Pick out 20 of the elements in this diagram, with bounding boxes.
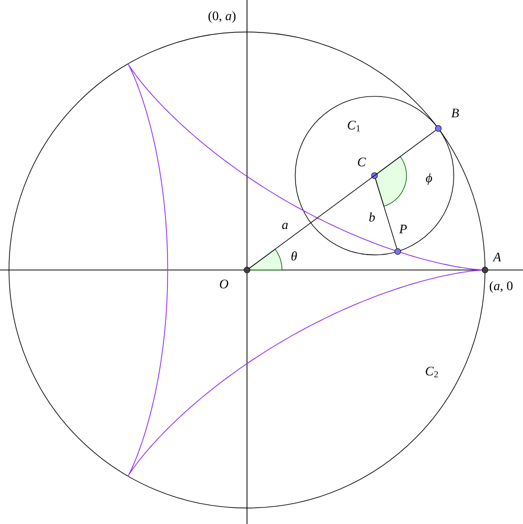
point-label: (a, 0 [490, 281, 513, 293]
math-label: θ [291, 251, 297, 261]
point-marker [394, 248, 401, 255]
point-marker [371, 172, 378, 179]
point-label: O [220, 280, 228, 288]
point-marker [435, 125, 442, 132]
point-label: C [358, 158, 366, 166]
point-label: A [492, 252, 502, 262]
line-segment [375, 178, 398, 249]
math-label: C$_{2}$ [426, 366, 438, 378]
point-marker [244, 266, 250, 274]
point-label: B [451, 108, 459, 118]
math-label: ϕ [426, 173, 432, 185]
point-marker [482, 266, 488, 274]
edge-label: a [282, 222, 288, 230]
math-label: C$_{1}$ [348, 120, 360, 132]
math-label: (0, a) [208, 11, 236, 23]
point-label: P [399, 224, 407, 234]
line-segment [249, 130, 436, 268]
edge-label: b [369, 212, 375, 222]
